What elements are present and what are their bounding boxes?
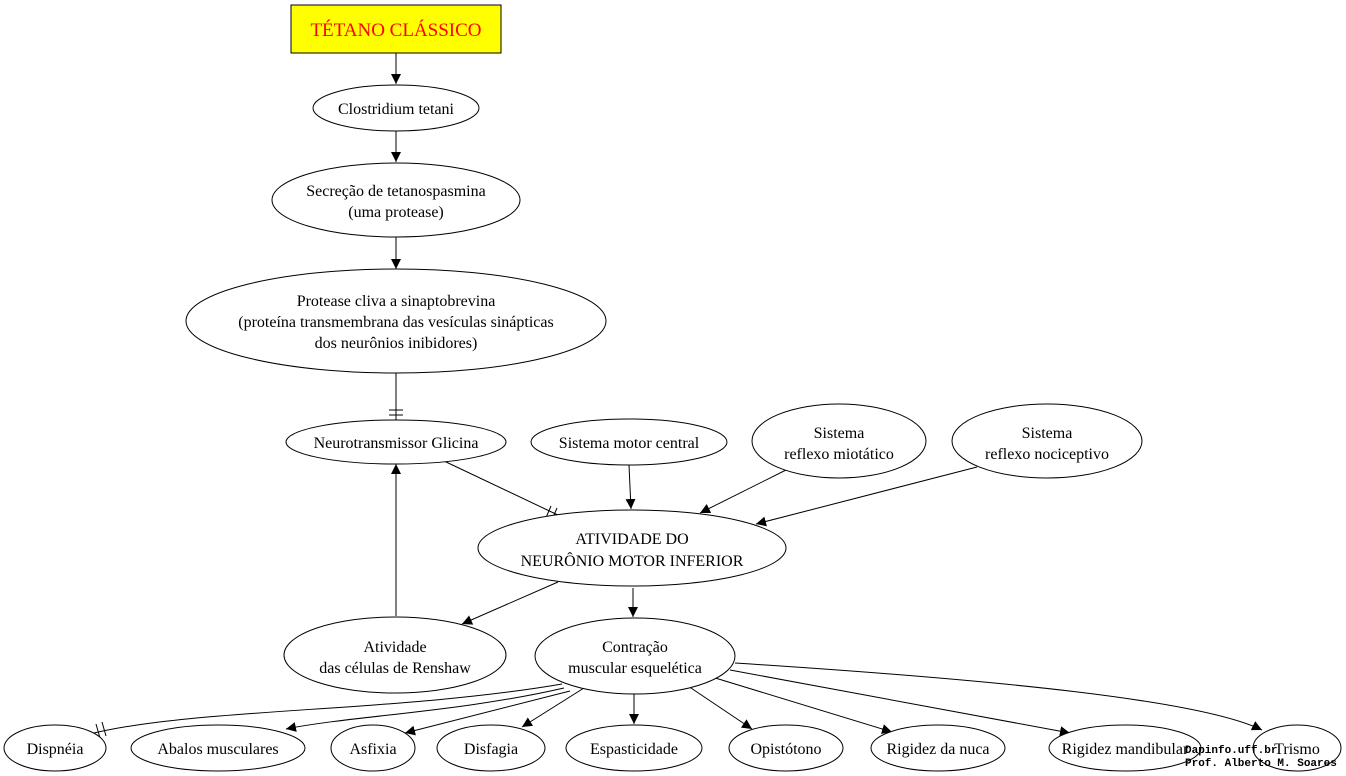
edge-contracao-asfixia [404,690,571,736]
node-renshaw: Atividade das células de Renshaw [283,616,507,694]
node-renshaw-line-1: Atividade [363,639,426,656]
node-contracao: Contração muscular esquelética [534,617,736,695]
node-miotatico-line-1: Sistema [814,425,865,442]
edge-contracao-mandibular [729,669,1071,737]
diagram-title: TÉTANO CLÁSSICO [310,19,481,41]
node-disfagia-line-1: Disfagia [464,741,518,758]
node-trismo: Trismo [1252,724,1342,772]
node-dispneia: Dispnéia [3,724,107,772]
node-nociceptivo-line-2: reflexo nociceptivo [985,446,1109,463]
node-secrecao-line-1: Secreção de tetanospasmina [306,183,485,200]
node-nuca: Rigidez da nuca [870,724,1006,772]
node-protease-line-2: (proteína transmembrana das vesículas si… [238,314,553,331]
node-dispneia-line-1: Dispnéia [27,741,84,758]
edge-contracao-dispneia [93,683,563,734]
node-disfagia: Disfagia [436,724,546,772]
edge-contracao-disfagia [521,687,585,728]
node-miotatico-line-2: reflexo miotático [784,446,894,463]
node-motor-central: Sistema motor central [530,418,728,466]
node-protease-line-3: dos neurônios inibidores) [315,335,478,352]
node-glicina-line-1: Neurotransmissor Glicina [314,435,479,452]
node-atividade: ATIVIDADE DO NEURÔNIO MOTOR INFERIOR [477,509,787,587]
node-clostridium-line-1: Clostridium tetani [338,101,455,118]
node-secrecao: Secreção de tetanospasmina (uma protease… [271,162,521,238]
edge-contracao-opistotono [687,685,753,730]
node-motor-central-line-1: Sistema motor central [559,435,700,452]
node-mandibular-line-1: Rigidez mandibular [1062,741,1189,758]
node-trismo-line-1: Trismo [1274,741,1320,758]
title-box: TÉTANO CLÁSSICO [290,4,502,54]
node-nuca-line-1: Rigidez da nuca [886,741,989,758]
credit: Dapinfo.uff.br Prof. Alberto M. Soares [1185,745,1337,770]
node-miotatico: Sistema reflexo miotático [751,403,927,479]
node-contracao-line-1: Contração [602,639,668,656]
inhibit-mark-glicina [389,409,403,416]
node-asfixia: Asfixia [330,724,416,772]
node-mandibular: Rigidez mandibular [1048,724,1202,772]
node-contracao-line-2: muscular esquelética [568,660,702,677]
node-protease-line-1: Protease cliva a sinaptobrevina [297,293,496,310]
node-secrecao-line-2: (uma protease) [348,204,444,221]
edge-glicina-atividade [443,460,561,517]
inhibit-mark-dispneia [95,721,107,739]
node-opistotono: Opistótono [728,724,844,772]
edge-miotatico-atividade [699,469,787,514]
credit-line-2: Prof. Alberto M. Soares [1185,758,1337,770]
node-asfixia-line-1: Asfixia [349,741,396,758]
edge-motorcentral-atividade [625,464,636,510]
node-glicina: Neurotransmissor Glicina [285,419,507,465]
node-protease: Protease cliva a sinaptobrevina (proteín… [185,268,607,374]
node-espasticidade-line-1: Espasticidade [590,741,678,758]
node-renshaw-line-2: das células de Renshaw [319,660,471,677]
edge-atividade-renshaw [461,581,559,625]
node-clostridium: Clostridium tetani [312,84,480,132]
edges [93,53,1263,739]
edge-contracao-nuca [711,676,893,734]
credit-line-1: Dapinfo.uff.br [1185,745,1277,757]
node-espasticidade: Espasticidade [565,724,703,772]
node-nociceptivo-line-1: Sistema [1022,425,1073,442]
node-nociceptivo: Sistema reflexo nociceptivo [951,403,1143,479]
node-opistotono-line-1: Opistótono [750,741,821,758]
edge-contracao-abalos [285,687,565,732]
node-abalos: Abalos musculares [130,724,306,772]
node-atividade-line-2: NEURÔNIO MOTOR INFERIOR [521,551,744,570]
edge-contracao-trismo [734,662,1263,731]
node-atividade-line-1: ATIVIDADE DO [575,531,688,548]
node-abalos-line-1: Abalos musculares [157,741,278,758]
edge-nociceptivo-atividade [755,466,978,527]
